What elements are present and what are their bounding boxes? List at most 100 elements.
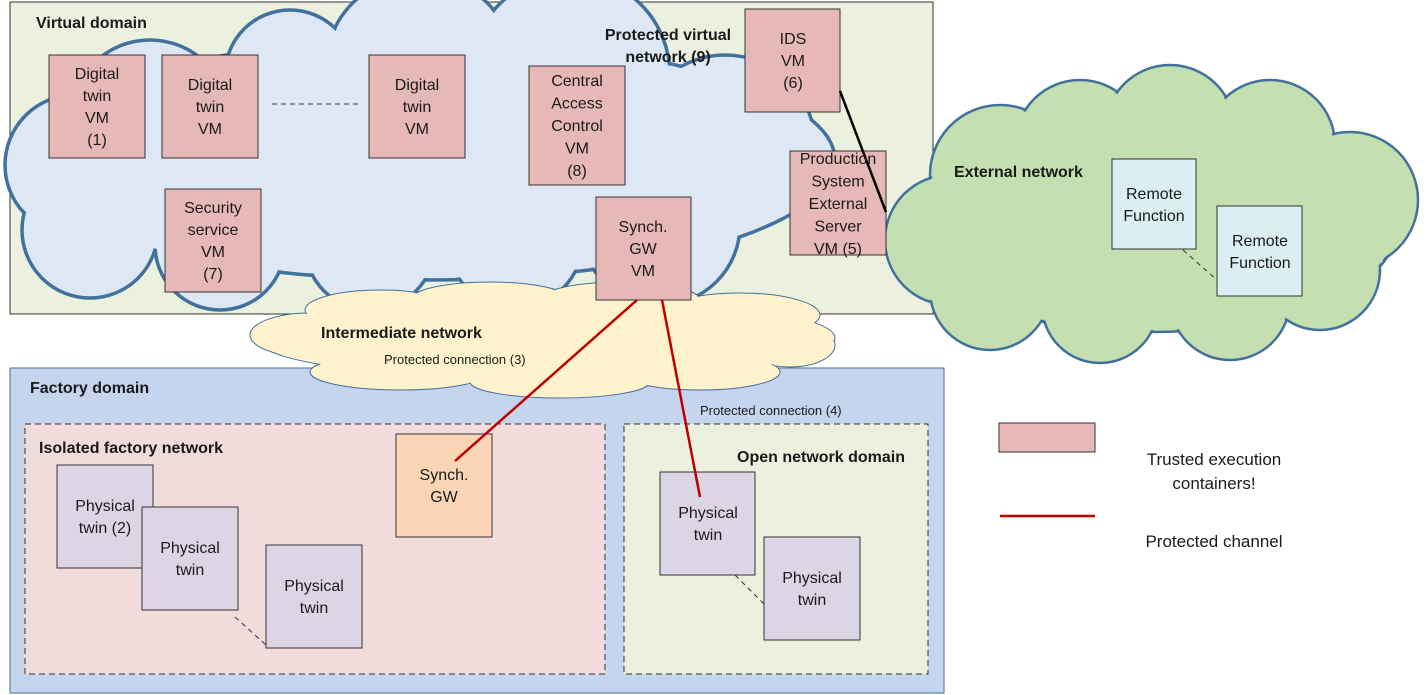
ids-vm-line: VM bbox=[781, 53, 805, 70]
remote-function-1-line: Remote bbox=[1126, 186, 1182, 203]
security-service-vm-line: VM bbox=[201, 244, 225, 261]
legend-trusted-label-line1: Trusted execution bbox=[1147, 450, 1282, 469]
digital-twin-vm-3-line: twin bbox=[403, 99, 431, 116]
physical-twin-a-line: Physical bbox=[160, 540, 220, 557]
physical-twin-2-box bbox=[56, 464, 154, 569]
central-access-control-vm-line: Central bbox=[551, 73, 603, 90]
digital-twin-vm-2-box bbox=[161, 54, 259, 159]
remote-function-2-box bbox=[1216, 205, 1303, 297]
remote-function-1-line: Function bbox=[1123, 208, 1184, 225]
ids-vm-line: (6) bbox=[783, 75, 803, 92]
production-system-external-server-line: VM (5) bbox=[814, 241, 862, 258]
protected-virtual-network-label-line2: network (9) bbox=[625, 49, 710, 66]
remote-function-2-line: Remote bbox=[1232, 233, 1288, 250]
protected-virtual-network-label-line1: Protected virtual bbox=[605, 27, 731, 44]
legend-channel-label: Protected channel bbox=[1145, 532, 1282, 551]
ids-vm-line: IDS bbox=[780, 31, 807, 48]
physical-twin-a: Physical twin bbox=[160, 540, 220, 579]
protected-channel-3 bbox=[454, 299, 638, 462]
digital-twin-vm-1-box bbox=[48, 54, 146, 159]
physical-twin-d-line: Physical bbox=[782, 570, 842, 587]
remote-function-2-line: Function bbox=[1229, 255, 1290, 272]
protected-connection-4-label: Protected connection (4) bbox=[700, 403, 842, 418]
digital-twin-vm-1-line: (1) bbox=[87, 132, 107, 149]
ids-vm-box bbox=[744, 8, 841, 113]
factory-domain-label: Factory domain bbox=[30, 380, 149, 397]
central-access-control-vm-line: Control bbox=[551, 118, 603, 135]
security-service-vm-line: Security bbox=[184, 200, 242, 217]
digital-twin-vm-2-line: VM bbox=[198, 121, 222, 138]
remote-function-1-box bbox=[1111, 158, 1197, 250]
digital-twin-vm-1-line: twin bbox=[83, 88, 111, 105]
external-network-label: External network bbox=[954, 164, 1083, 181]
ids-vm: IDS VM (6) bbox=[780, 31, 807, 92]
physical-twin-c: Physical twin bbox=[678, 505, 738, 544]
legend: Trusted execution containers! Protected … bbox=[998, 422, 1283, 551]
physical-twin-2-line: Physical bbox=[75, 498, 135, 515]
physical-twin-2-line: twin (2) bbox=[79, 520, 131, 537]
synch-gw: Synch. GW bbox=[420, 467, 469, 506]
legend-trusted-label-line2: containers! bbox=[1172, 474, 1255, 493]
protected-connection-3-label: Protected connection (3) bbox=[384, 352, 526, 367]
synch-gw-vm: Synch. GW VM bbox=[619, 219, 668, 280]
physical-twin-a-box bbox=[141, 506, 239, 611]
synch-gw-vm-line: GW bbox=[629, 241, 657, 258]
central-access-control-vm-line: (8) bbox=[567, 163, 587, 180]
physical-twin-link-isolated bbox=[234, 616, 267, 646]
security-service-vm-line: service bbox=[188, 222, 239, 239]
synch-gw-vm-box bbox=[595, 196, 692, 301]
digital-twin-vm-1-line: VM bbox=[85, 110, 109, 127]
digital-twin-vm-3-line: Digital bbox=[395, 77, 439, 94]
production-system-external-server-line: Server bbox=[814, 219, 862, 236]
physical-twin-b-line: twin bbox=[300, 600, 328, 617]
physical-twin-c-box bbox=[659, 471, 756, 576]
production-system-external-server-line: External bbox=[809, 196, 868, 213]
physical-twin-link-open bbox=[734, 574, 765, 605]
physical-twin-b-line: Physical bbox=[284, 578, 344, 595]
virtual-domain-label: Virtual domain bbox=[36, 15, 147, 32]
security-service-vm-box bbox=[164, 188, 262, 293]
physical-twin-d: Physical twin bbox=[782, 570, 842, 609]
intermediate-network-label: Intermediate network bbox=[321, 325, 482, 342]
physical-twin-2: Physical twin (2) bbox=[75, 498, 135, 537]
open-network-domain-label: Open network domain bbox=[737, 449, 905, 466]
physical-twin-d-box bbox=[763, 536, 861, 641]
digital-twin-vm-2-line: twin bbox=[196, 99, 224, 116]
digital-twin-vm-2-line: Digital bbox=[188, 77, 232, 94]
isolated-factory-network-label: Isolated factory network bbox=[39, 440, 223, 457]
ids-to-external-link bbox=[838, 90, 888, 213]
remote-function-link bbox=[1182, 249, 1218, 281]
physical-twin-b-box bbox=[265, 544, 363, 649]
synch-gw-vm-line: Synch. bbox=[619, 219, 668, 236]
central-access-control-vm-line: VM bbox=[565, 141, 589, 158]
digital-twin-vm-3-box bbox=[368, 54, 466, 159]
protected-channel-4 bbox=[660, 299, 702, 498]
synch-gw-line: Synch. bbox=[420, 467, 469, 484]
central-access-control-vm-line: Access bbox=[551, 96, 603, 113]
physical-twin-b: Physical twin bbox=[284, 578, 344, 617]
central-access-control-vm-box bbox=[528, 65, 626, 186]
production-system-external-server-line: System bbox=[811, 174, 864, 191]
synch-gw-box bbox=[395, 433, 493, 538]
physical-twin-a-line: twin bbox=[176, 562, 204, 579]
physical-twin-c-line: twin bbox=[694, 527, 722, 544]
digital-twin-vm-1-line: Digital bbox=[75, 66, 119, 83]
synch-gw-vm-line: VM bbox=[631, 263, 655, 280]
legend-trusted-swatch bbox=[998, 422, 1096, 453]
production-system-external-server-line: Production bbox=[800, 151, 877, 168]
synch-gw-line: GW bbox=[430, 489, 458, 506]
physical-twin-d-line: twin bbox=[798, 592, 826, 609]
digital-twin-vm-3-line: VM bbox=[405, 121, 429, 138]
physical-twin-c-line: Physical bbox=[678, 505, 738, 522]
security-service-vm-line: (7) bbox=[203, 266, 223, 283]
node-boxes bbox=[48, 8, 1303, 649]
